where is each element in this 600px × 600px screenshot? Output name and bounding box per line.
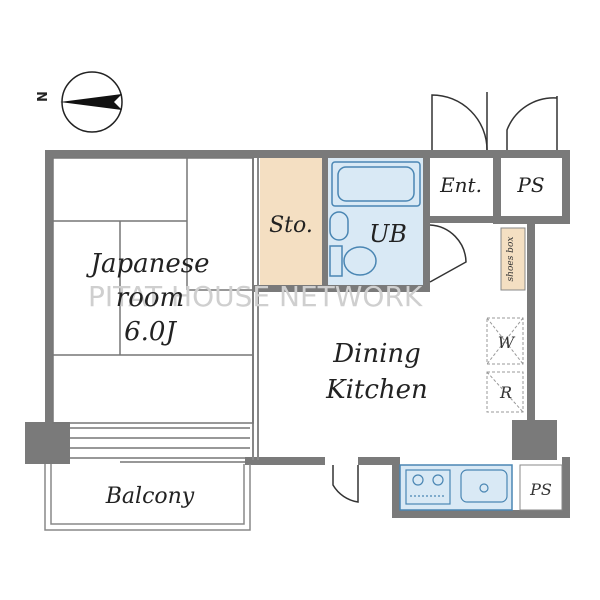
bathtub-inner (337, 166, 415, 202)
shoes-box-label: shoes box (506, 237, 516, 282)
japanese-room-size: 6.0J (124, 317, 177, 347)
tatami (52, 157, 254, 424)
washer-label: W (498, 333, 516, 352)
wall-ps-right (562, 150, 570, 222)
wall-sto-ub (322, 158, 328, 290)
storage-label: Sto. (269, 213, 313, 238)
appliances (486, 317, 524, 413)
bath-fixtures (329, 161, 421, 277)
doors (332, 92, 558, 503)
bath-door-icon (429, 224, 467, 283)
wall-ps-bottom (493, 216, 570, 224)
japanese-room-label-1: Japanese (86, 249, 210, 279)
japanese-room-label-2: room (116, 283, 184, 313)
wall-block-right (512, 420, 557, 460)
bath-label: UB (369, 220, 407, 248)
watermark: PITAT HOUSE NETWORK (88, 280, 423, 313)
walls (25, 150, 570, 518)
kitchen-counter (399, 464, 513, 511)
wall-ent-bottom (430, 216, 500, 223)
stove-icon (405, 469, 451, 505)
compass: N (36, 71, 123, 133)
ps-door-icon (506, 97, 558, 150)
fridge-label: R (499, 383, 512, 402)
fridge-space (486, 371, 524, 413)
balcony-label: Balcony (105, 484, 195, 509)
wall-kitchen-left (392, 457, 400, 517)
counter (399, 464, 513, 511)
toilet-tank (329, 245, 343, 277)
compass-needle-icon (60, 94, 122, 110)
toilet-icon (343, 246, 377, 276)
ps-bottom-label: PS (529, 480, 552, 499)
wall-kitchen-right (562, 457, 570, 517)
wall-ub-bottom (253, 285, 430, 292)
washer-space (486, 317, 524, 365)
faucet-icon (479, 483, 489, 493)
wall-ps-left (493, 150, 501, 222)
storage-fill (260, 158, 322, 286)
balcony-outline-inner (50, 464, 245, 525)
ps-bottom-box (519, 464, 563, 511)
ps-top-label: PS (516, 173, 544, 197)
shoes-box (500, 227, 526, 291)
wall-bottom-left (245, 457, 325, 465)
kitchen-sink-icon (460, 469, 508, 503)
wall-bottom-mid (358, 457, 400, 465)
balcony-outline (44, 464, 251, 531)
burner-icon (432, 474, 444, 486)
wall-top (45, 150, 430, 158)
wall-left (45, 150, 53, 425)
dining-label: Dining (332, 339, 421, 369)
bathtub-icon (331, 161, 421, 207)
sink-icon (329, 211, 349, 241)
wall-kitchen-bottom (392, 510, 570, 518)
wall-right (527, 218, 535, 423)
fridge-cross (486, 371, 524, 413)
balcony-window (70, 427, 250, 463)
wall-block-left (25, 422, 70, 464)
kitchen-label: Kitchen (325, 375, 428, 405)
burner-icon (412, 474, 424, 486)
wall-ub-right (423, 158, 430, 286)
entrance-door-icon (431, 94, 488, 151)
compass-north-label: N (36, 91, 51, 102)
balcony (44, 464, 251, 531)
entrance-label: Ent. (439, 173, 482, 197)
dk-door-icon (332, 465, 359, 503)
